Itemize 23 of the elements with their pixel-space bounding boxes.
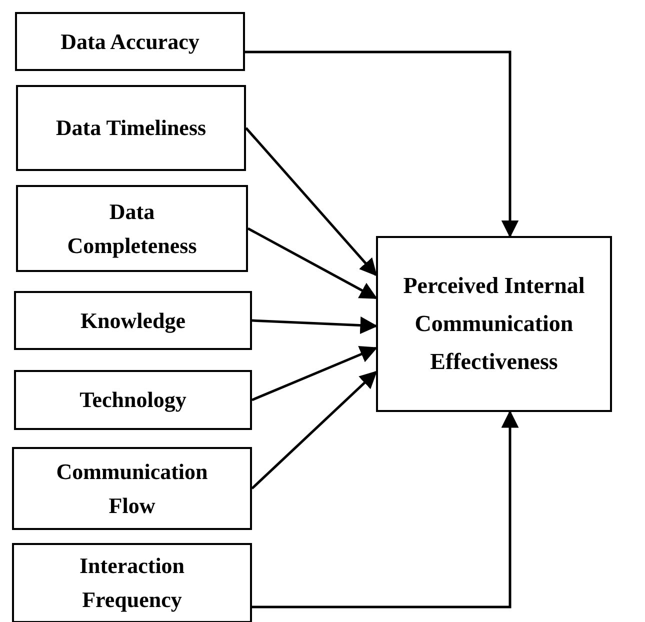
arrow (245, 50, 519, 238)
arrow (252, 410, 519, 608)
factor-box (15, 12, 245, 71)
box-label: Perceived Internal Communication Effectiveness (402, 272, 586, 376)
box-label: Knowledge (80, 306, 186, 335)
box-label: Technology (80, 386, 186, 414)
factor-box (376, 236, 612, 412)
factor-box (12, 447, 252, 530)
arrow (247, 227, 378, 300)
box-label: Data Accuracy (60, 28, 200, 56)
arrow (252, 346, 378, 402)
box-label: Data Timeliness (56, 114, 206, 142)
box-label: Data Completeness (66, 198, 198, 260)
factor-box (16, 185, 248, 272)
arrow (252, 316, 378, 334)
arrow (245, 127, 378, 276)
factor-box (12, 543, 252, 622)
box-label: Interaction Frequency (78, 552, 186, 614)
factor-box (16, 85, 246, 171)
box-label: Communication Flow (55, 458, 209, 520)
arrow (251, 370, 378, 490)
factor-box (14, 291, 252, 350)
factor-box (14, 370, 252, 430)
